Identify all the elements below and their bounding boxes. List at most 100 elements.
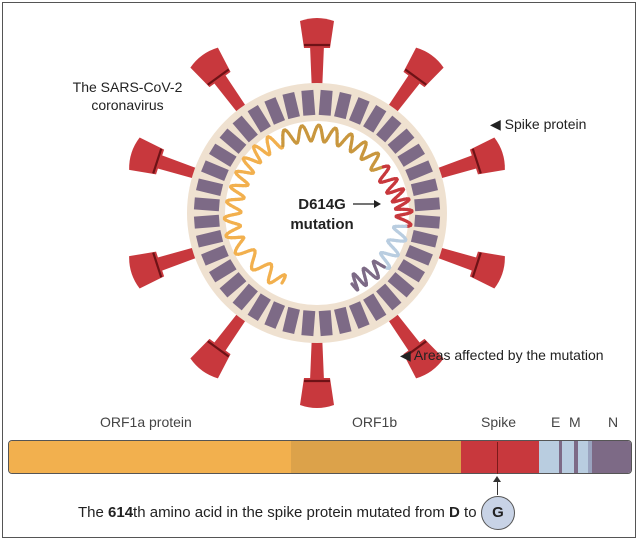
spike-9: [190, 47, 251, 119]
membrane-block: [387, 128, 415, 154]
spike-head: [300, 378, 334, 408]
membrane-block: [405, 160, 433, 182]
membrane-block-rect: [232, 283, 258, 311]
spike-band: [404, 340, 427, 358]
membrane-block: [201, 160, 229, 182]
spike-stalk: [429, 154, 479, 181]
membrane-block-rect: [201, 160, 229, 182]
membrane-block: [201, 244, 229, 266]
spike-band: [152, 252, 163, 278]
spike-head: [190, 47, 231, 88]
membrane-block-rect: [376, 283, 402, 311]
membrane-block: [247, 104, 271, 133]
spike-band: [207, 340, 230, 358]
spike-5: [300, 333, 334, 408]
membrane-block-rect: [193, 214, 220, 229]
membrane-block-rect: [405, 160, 433, 182]
genome-segment-spike: [461, 441, 539, 473]
spike-7: [129, 245, 205, 289]
spike-stalk: [212, 72, 251, 119]
membrane-block-rect: [414, 214, 441, 229]
membrane-block: [348, 97, 370, 125]
membrane-block: [193, 197, 220, 212]
membrane-block: [387, 272, 415, 298]
membrane-block-rect: [247, 293, 271, 322]
virus-name-label: The SARS-CoV-2 coronavirus: [72, 79, 183, 113]
membrane-block: [405, 244, 433, 266]
membrane-block: [334, 306, 352, 335]
genome-segment-orf1a: [9, 441, 291, 473]
membrane-block-rect: [363, 293, 387, 322]
membrane-block-rect: [387, 272, 415, 298]
spike-stalk: [383, 307, 422, 354]
gene-label-e: E: [551, 414, 561, 430]
membrane-block-rect: [376, 115, 402, 143]
membrane-block: [410, 230, 439, 248]
membrane-block: [414, 214, 441, 229]
genome-segment-e: [559, 441, 562, 473]
mutation-caption: The 614th amino acid in the spike protei…: [78, 504, 477, 521]
membrane-block: [247, 293, 271, 322]
membrane-block: [232, 283, 258, 311]
virus-interior: [225, 121, 409, 305]
spike-head: [190, 338, 231, 379]
membrane-block-rect: [363, 104, 387, 133]
mutation-position-arrow: [493, 476, 501, 495]
membrane-block-rect: [282, 306, 300, 335]
membrane-block: [334, 91, 352, 120]
spike-band: [471, 148, 482, 174]
spike-band: [207, 68, 230, 86]
figure-frame: [2, 2, 636, 538]
membrane-block: [376, 115, 402, 143]
genome-segment-m: [574, 441, 578, 473]
membrane-block-rect: [264, 97, 286, 125]
caption-prefix: The: [78, 504, 109, 521]
mutation-arrow-head: [374, 200, 381, 208]
membrane-block-rect: [348, 301, 370, 329]
mutation-label: D614G mutation: [272, 195, 372, 235]
membrane-block-rect: [282, 91, 300, 120]
spike-0: [300, 18, 334, 93]
membrane-block-rect: [201, 244, 229, 266]
rna-segment: [350, 282, 356, 289]
membrane-block: [410, 178, 439, 196]
mutation-label-line1: D614G: [298, 196, 346, 213]
membrane-block-rect: [397, 259, 426, 283]
membrane-block: [264, 301, 286, 329]
caption-middle: th amino acid in the spike protein mutat…: [133, 504, 450, 521]
membrane-block: [195, 178, 224, 196]
membrane-block: [219, 272, 247, 298]
membrane-block-rect: [348, 97, 370, 125]
caption-to-word: to: [459, 504, 477, 521]
membrane-block: [363, 104, 387, 133]
spike-6: [190, 307, 251, 379]
membrane-block: [318, 89, 333, 116]
spike-stalk: [155, 245, 205, 272]
mutation-label-line2: mutation: [290, 216, 354, 233]
membrane-block-rect: [219, 272, 247, 298]
membrane-block-rect: [208, 259, 237, 283]
spike-protein-label: ◀ Spike protein: [490, 116, 587, 132]
membrane-block: [208, 143, 237, 167]
gene-label-orf1a: ORF1a protein: [100, 414, 192, 430]
membrane-block-rect: [334, 91, 352, 120]
membrane-block: [219, 128, 247, 154]
membrane-block-rect: [410, 230, 439, 248]
mutation-position-marker: [497, 442, 498, 474]
membrane-block-rect: [410, 178, 439, 196]
spike-head: [403, 47, 444, 88]
membrane-block: [414, 197, 441, 212]
spike-stalk: [310, 45, 324, 93]
membrane-block-rect: [397, 143, 426, 167]
spike-band: [404, 68, 427, 86]
membrane-block-rect: [232, 115, 258, 143]
genome-segment-gap2: [578, 441, 588, 473]
membrane-block: [376, 283, 402, 311]
membrane-block: [348, 301, 370, 329]
spike-stalk: [155, 154, 205, 181]
gene-label-spike: Spike: [481, 414, 517, 430]
membrane-block: [208, 259, 237, 283]
gene-label-m: M: [569, 414, 581, 430]
caption-from-residue: D: [449, 504, 460, 521]
